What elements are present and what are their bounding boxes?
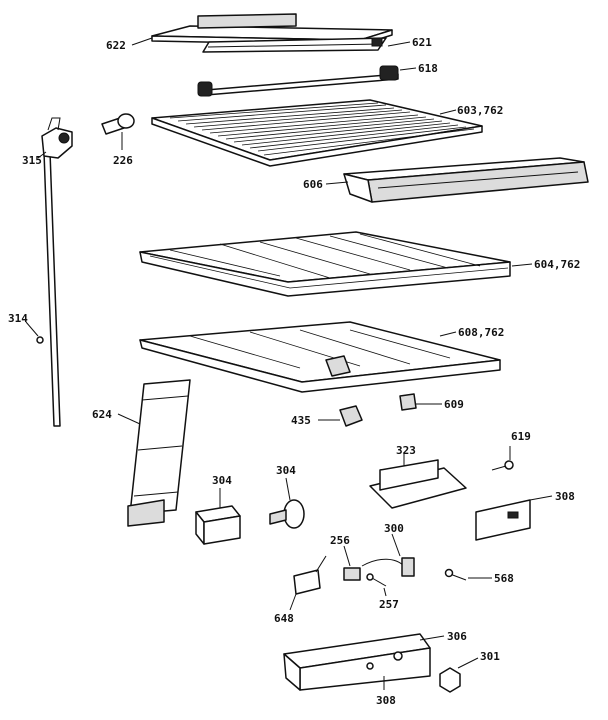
label-568: 568 <box>494 572 514 585</box>
part-618-rod <box>197 65 399 97</box>
leader-608 <box>439 331 457 337</box>
part-257-screw <box>366 573 387 597</box>
part-603-wire-shelf <box>151 99 483 167</box>
label-304-block: 304 <box>212 474 232 487</box>
label-301: 301 <box>480 650 500 663</box>
leader-603 <box>439 109 457 115</box>
part-304-block <box>195 488 241 545</box>
part-619-screw <box>491 446 514 471</box>
leader-604 <box>511 263 533 267</box>
label-308-bottom: 308 <box>376 694 396 707</box>
label-300: 300 <box>384 522 404 535</box>
leader-606 <box>325 181 349 185</box>
part-608-tray <box>139 321 501 393</box>
label-618: 618 <box>418 62 438 75</box>
label-257: 257 <box>379 598 399 611</box>
part-314-clip <box>25 321 44 344</box>
label-609: 609 <box>444 398 464 411</box>
label-619: 619 <box>511 430 531 443</box>
part-301-nut <box>439 657 479 693</box>
label-314: 314 <box>8 312 28 325</box>
part-648-switch <box>289 555 327 611</box>
label-648: 648 <box>274 612 294 625</box>
part-308-plate <box>475 495 553 541</box>
part-300-harness <box>361 533 415 577</box>
part-256-connector <box>343 545 361 581</box>
part-226-pin <box>101 113 135 150</box>
label-256: 256 <box>330 534 350 547</box>
label-435: 435 <box>291 414 311 427</box>
label-323: 323 <box>396 444 416 457</box>
label-621: 621 <box>412 36 432 49</box>
part-624-panel <box>127 379 191 527</box>
part-306-bottom-bracket <box>283 633 445 691</box>
label-624: 624 <box>92 408 112 421</box>
part-435 <box>318 405 363 427</box>
part-609 <box>399 393 442 411</box>
label-315: 315 <box>22 154 42 167</box>
leader-622 <box>131 37 153 46</box>
leader-315 <box>37 151 47 159</box>
label-306: 306 <box>447 630 467 643</box>
leader-618 <box>399 67 417 71</box>
label-606: 606 <box>303 178 323 191</box>
label-304-knob: 304 <box>276 464 296 477</box>
leader-621 <box>387 41 411 47</box>
part-606-drawer-front <box>343 157 589 203</box>
label-608-762: 608,762 <box>458 326 504 339</box>
part-315-vertical-rod <box>41 117 73 427</box>
leader-624 <box>117 413 141 425</box>
label-603-762: 603,762 <box>457 104 503 117</box>
label-604-762: 604,762 <box>534 258 580 271</box>
label-622: 622 <box>106 39 126 52</box>
part-604-tray <box>139 231 511 297</box>
label-226: 226 <box>113 154 133 167</box>
part-323-bracket <box>369 452 467 509</box>
part-568-screw <box>444 568 492 581</box>
part-304-knob <box>269 477 305 529</box>
label-308-plate: 308 <box>555 490 575 503</box>
part-621-rail <box>202 37 387 53</box>
